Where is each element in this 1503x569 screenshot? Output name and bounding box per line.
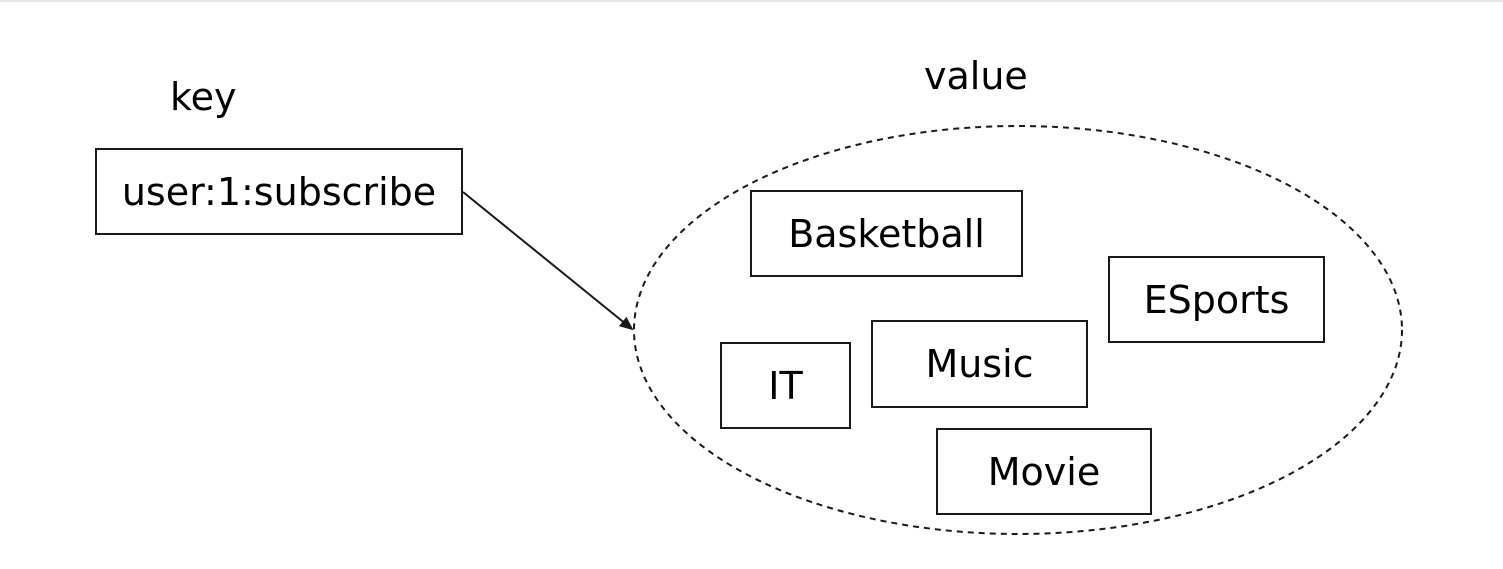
- member-basketball: Basketball: [750, 190, 1023, 277]
- key-to-value-arrow: [462, 191, 634, 331]
- value-set-ellipse: [633, 125, 1403, 535]
- member-music: Music: [871, 320, 1088, 408]
- key-label: key: [170, 75, 237, 119]
- key-box: user:1:subscribe: [95, 148, 463, 235]
- value-label: value: [924, 54, 1028, 98]
- member-esports: ESports: [1108, 256, 1325, 343]
- top-divider: [0, 0, 1503, 2]
- member-movie: Movie: [936, 428, 1152, 515]
- member-it: IT: [720, 342, 851, 429]
